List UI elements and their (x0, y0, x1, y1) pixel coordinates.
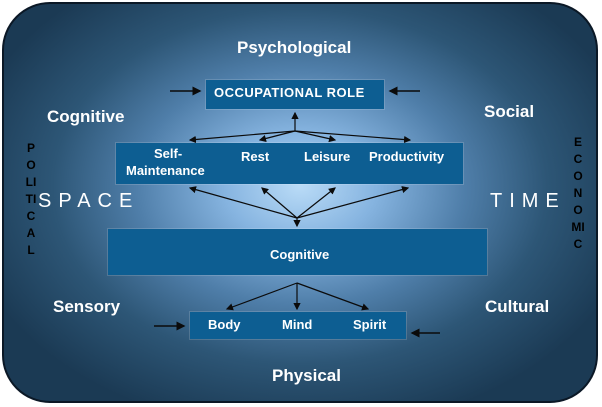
label-economic: ECONOMIC (571, 135, 585, 251)
productivity-label: Productivity (369, 149, 445, 164)
arrow-core-to-body (225, 282, 298, 311)
label-cognitive-context: Cognitive (47, 107, 125, 126)
arrow-role-to-rest (258, 130, 296, 142)
label-sensory: Sensory (53, 297, 121, 316)
self-maintenance-line2: Maintenance (126, 163, 205, 178)
self-maintenance-line1: Self- (154, 146, 183, 161)
mind-label: Mind (282, 317, 313, 332)
arrow-core-to-spirit (296, 282, 370, 311)
label-space: SPACE (38, 190, 140, 212)
occupational-role-label: OCCUPATIONAL ROLE (214, 85, 365, 100)
label-time: TIME (490, 190, 566, 212)
activities-box: Self- Maintenance Rest Leisure Productiv… (116, 143, 463, 184)
label-social: Social (484, 102, 535, 121)
label-cultural: Cultural (485, 297, 550, 316)
arrow-role-to-leisure (294, 130, 337, 143)
arrow-hub-to-productivity (296, 186, 410, 219)
spirit-label: Spirit (353, 317, 387, 332)
label-political: POLITICAL (25, 141, 37, 257)
cognitive-core-label: Cognitive (270, 247, 330, 262)
body-label: Body (208, 317, 241, 332)
label-psychological: Psychological (237, 38, 352, 57)
rest-label: Rest (241, 149, 270, 164)
label-physical: Physical (272, 366, 341, 385)
arrow-hub-to-leisure (296, 187, 336, 219)
arrow-hub-to-rest (261, 187, 298, 219)
person-box: Body Mind Spirit (190, 312, 406, 339)
arrow-role-to-productivity (294, 130, 412, 144)
leisure-label: Leisure (304, 149, 351, 164)
occupational-role-box: OCCUPATIONAL ROLE (206, 80, 384, 109)
arrow-role-to-self (188, 130, 296, 144)
cognitive-core-box: Cognitive (108, 229, 487, 275)
arrow-hub-to-self (188, 186, 298, 219)
